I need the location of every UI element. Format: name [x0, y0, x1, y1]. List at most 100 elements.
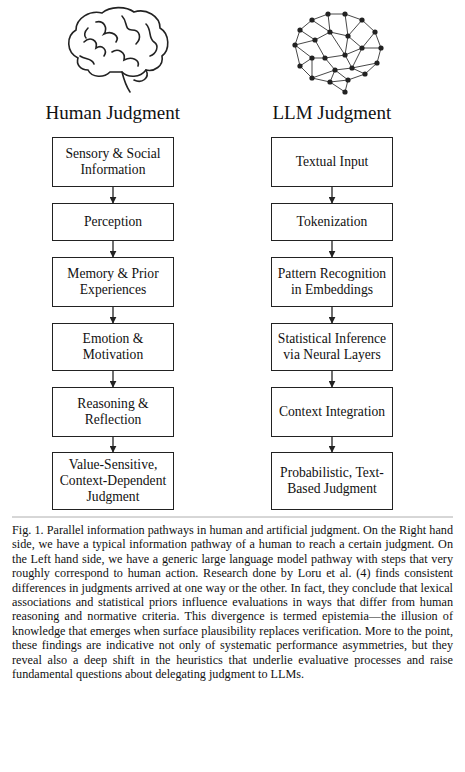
- network-link: [348, 20, 362, 36]
- network-node: [372, 29, 377, 34]
- process-box: Reasoning & Reflection: [52, 387, 174, 437]
- brain-fold: [122, 16, 139, 44]
- network-link: [345, 14, 348, 36]
- human-brain-icon: [69, 8, 168, 92]
- network-node: [345, 33, 350, 38]
- flow-arrow: [112, 241, 113, 257]
- brain-fold: [96, 22, 117, 42]
- network-node: [327, 79, 332, 84]
- network-node: [297, 27, 302, 32]
- network-node: [309, 17, 314, 22]
- network-link: [300, 30, 315, 40]
- brain-outline: [69, 8, 168, 77]
- cerebellum: [134, 70, 147, 81]
- network-link: [348, 36, 362, 48]
- network-node: [342, 52, 347, 57]
- network-node: [359, 17, 364, 22]
- box-text: Emotion & Motivation: [56, 331, 170, 363]
- process-box: Tokenization: [271, 203, 393, 241]
- brain-stem: [122, 72, 130, 92]
- brain-fold: [84, 39, 105, 56]
- flow-arrow: [112, 307, 113, 323]
- network-link: [348, 74, 365, 80]
- flow-arrow: [331, 371, 332, 387]
- network-link: [362, 48, 381, 49]
- box-text: Pattern Recognition in Embeddings: [275, 266, 389, 298]
- process-box: Emotion & Motivation: [52, 323, 174, 371]
- network-node: [292, 42, 297, 47]
- brain-fold: [146, 24, 157, 56]
- network-node: [297, 63, 302, 68]
- network-node: [312, 37, 317, 42]
- network-node: [359, 45, 364, 50]
- process-box: Probabilistic, Text-Based Judgment: [271, 452, 393, 510]
- column-heading: Human Judgment: [46, 102, 181, 124]
- network-link: [312, 70, 335, 78]
- brain-fold: [112, 50, 138, 66]
- process-box: Memory & Prior Experiences: [52, 257, 174, 307]
- flow-arrow: [331, 187, 332, 203]
- network-link: [345, 14, 362, 20]
- flow-arrow: [112, 187, 113, 203]
- figure-caption: Fig. 1. Parallel information pathways in…: [12, 523, 453, 681]
- process-box: Perception: [52, 203, 174, 241]
- box-text: Memory & Prior Experiences: [56, 266, 170, 298]
- flow-arrow: [331, 241, 332, 257]
- network-link: [330, 80, 348, 82]
- network-node: [322, 55, 327, 60]
- network-link: [315, 40, 325, 58]
- network-link: [330, 32, 345, 55]
- flow-arrow: [112, 371, 113, 387]
- caption-rule: [12, 517, 453, 518]
- box-text: Tokenization: [297, 214, 368, 230]
- network-node: [327, 29, 332, 34]
- network-link: [312, 20, 330, 32]
- network-link: [328, 14, 330, 32]
- process-box: Statistical Inference via Neural Layers: [271, 323, 393, 371]
- box-text: Probabilistic, Text-Based Judgment: [275, 465, 389, 497]
- network-node: [378, 45, 383, 50]
- box-text: Textual Input: [296, 154, 369, 170]
- network-node: [342, 11, 347, 16]
- network-link: [352, 63, 377, 68]
- network-node: [345, 77, 350, 82]
- network-link: [362, 32, 375, 48]
- process-box: Context Integration: [271, 387, 393, 437]
- flow-arrow: [112, 437, 113, 452]
- box-text: Statistical Inference via Neural Layers: [275, 331, 389, 363]
- network-link: [325, 55, 345, 58]
- process-box: Value-Sensitive, Context-Dependent Judgm…: [52, 452, 174, 510]
- process-box: Textual Input: [271, 137, 393, 187]
- brain-fold: [85, 28, 88, 38]
- network-link: [362, 20, 375, 32]
- flow-arrow: [331, 307, 332, 323]
- network-link: [295, 40, 315, 45]
- box-text: Perception: [84, 214, 142, 230]
- network-node: [332, 67, 337, 72]
- network-node: [349, 65, 354, 70]
- box-text: Sensory & Social Information: [56, 146, 170, 178]
- network-link: [352, 48, 362, 68]
- network-brain-icon: [295, 14, 381, 92]
- network-node: [309, 75, 314, 80]
- network-node: [309, 55, 314, 60]
- network-link: [312, 78, 330, 82]
- network-nodes: [292, 11, 383, 94]
- box-text: Value-Sensitive, Context-Dependent Judgm…: [56, 457, 170, 505]
- network-node: [325, 11, 330, 16]
- process-box: Pattern Recognition in Embeddings: [271, 257, 393, 307]
- box-text: Reasoning & Reflection: [56, 396, 170, 428]
- network-link: [345, 36, 348, 55]
- network-node: [342, 89, 347, 94]
- box-text: Context Integration: [279, 404, 385, 420]
- column-heading: LLM Judgment: [273, 102, 392, 124]
- network-link: [312, 58, 313, 78]
- network-node: [362, 71, 367, 76]
- flow-arrow: [331, 437, 332, 452]
- brain-fold: [80, 56, 94, 64]
- process-box: Sensory & Social Information: [52, 137, 174, 187]
- network-link: [330, 82, 345, 92]
- network-link: [295, 45, 312, 58]
